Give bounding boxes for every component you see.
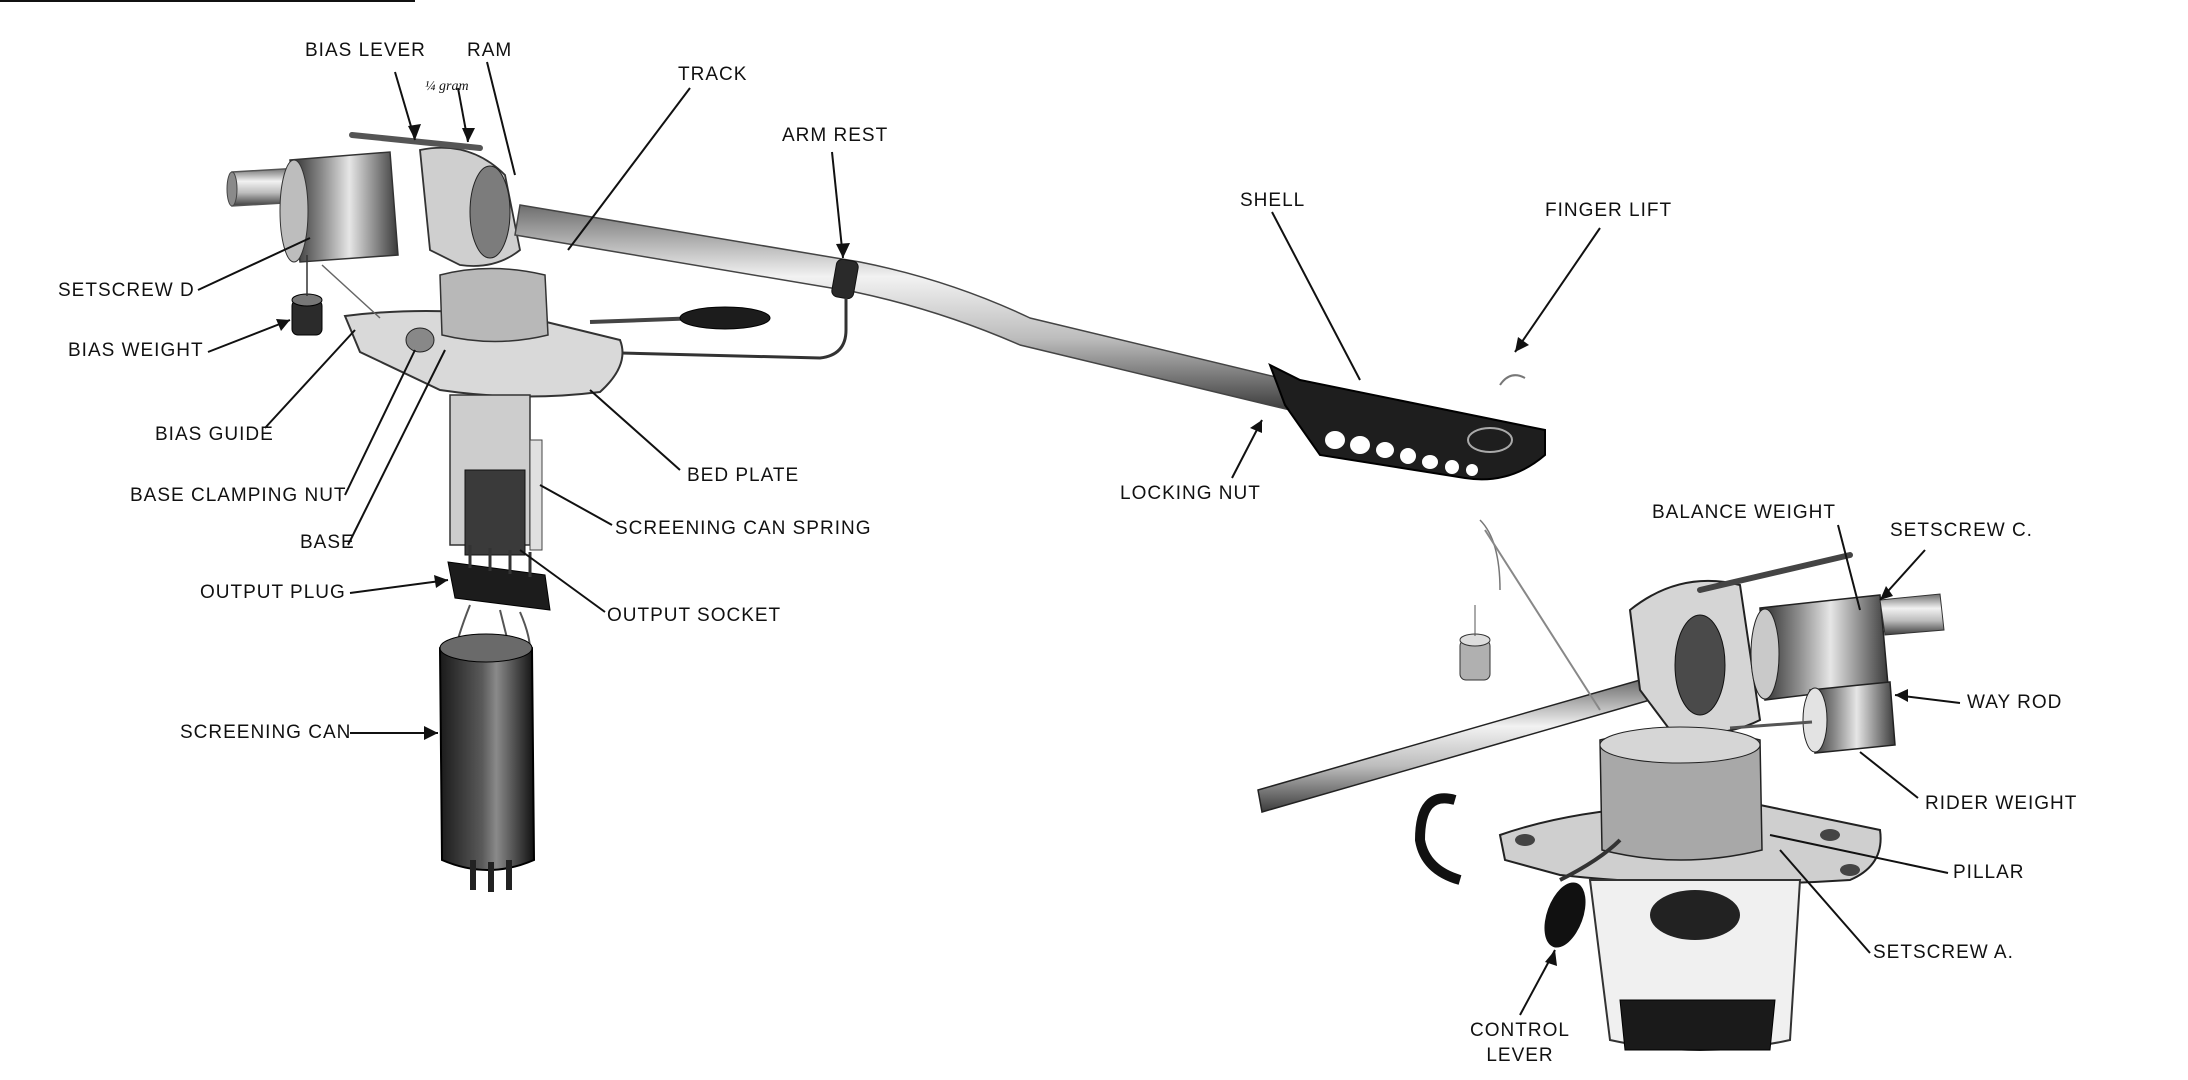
label-track: TRACK	[678, 64, 748, 85]
label-bias-weight: BIAS WEIGHT	[68, 340, 204, 361]
label-rider-weight: RIDER WEIGHT	[1925, 793, 2078, 814]
label-bias-guide: BIAS GUIDE	[155, 424, 274, 445]
label-control-lever-line1: CONTROL	[1470, 1020, 1570, 1041]
label-ram: RAM	[467, 40, 513, 61]
label-screening-can: SCREENING CAN	[180, 722, 352, 743]
label-finger-lift: FINGER LIFT	[1545, 200, 1673, 221]
label-bias-lever: BIAS LEVER	[305, 40, 426, 61]
inset-tonearm	[1257, 519, 1945, 1051]
arrowheads	[276, 124, 1908, 966]
label-arm-rest: ARM REST	[782, 125, 889, 146]
label-locking-nut: LOCKING NUT	[1120, 483, 1261, 504]
label-bed-plate: BED PLATE	[687, 465, 800, 486]
label-base-clamping-nut: BASE CLAMPING NUT	[130, 485, 347, 506]
label-way-rod: WAY ROD	[1967, 692, 2063, 713]
main-tonearm	[226, 132, 1292, 892]
label-output-plug: OUTPUT PLUG	[200, 582, 346, 603]
label-base: BASE	[300, 532, 355, 553]
label-screening-can-spring: SCREENING CAN SPRING	[615, 518, 872, 539]
label-shell: SHELL	[1240, 190, 1306, 211]
label-pillar: PILLAR	[1953, 862, 2025, 883]
label-output-socket: OUTPUT SOCKET	[607, 605, 782, 626]
label-control-lever-line2: LEVER	[1486, 1045, 1554, 1066]
label-balance-weight: BALANCE WEIGHT	[1652, 502, 1836, 523]
label-setscrew-a: SETSCREW A.	[1873, 942, 2014, 963]
label-setscrew-c: SETSCREW C.	[1890, 520, 2033, 541]
label-setscrew-d: SETSCREW D	[58, 280, 195, 301]
head-shell	[1268, 362, 1546, 481]
label-quarter-gram: ¼ gram	[425, 79, 469, 94]
